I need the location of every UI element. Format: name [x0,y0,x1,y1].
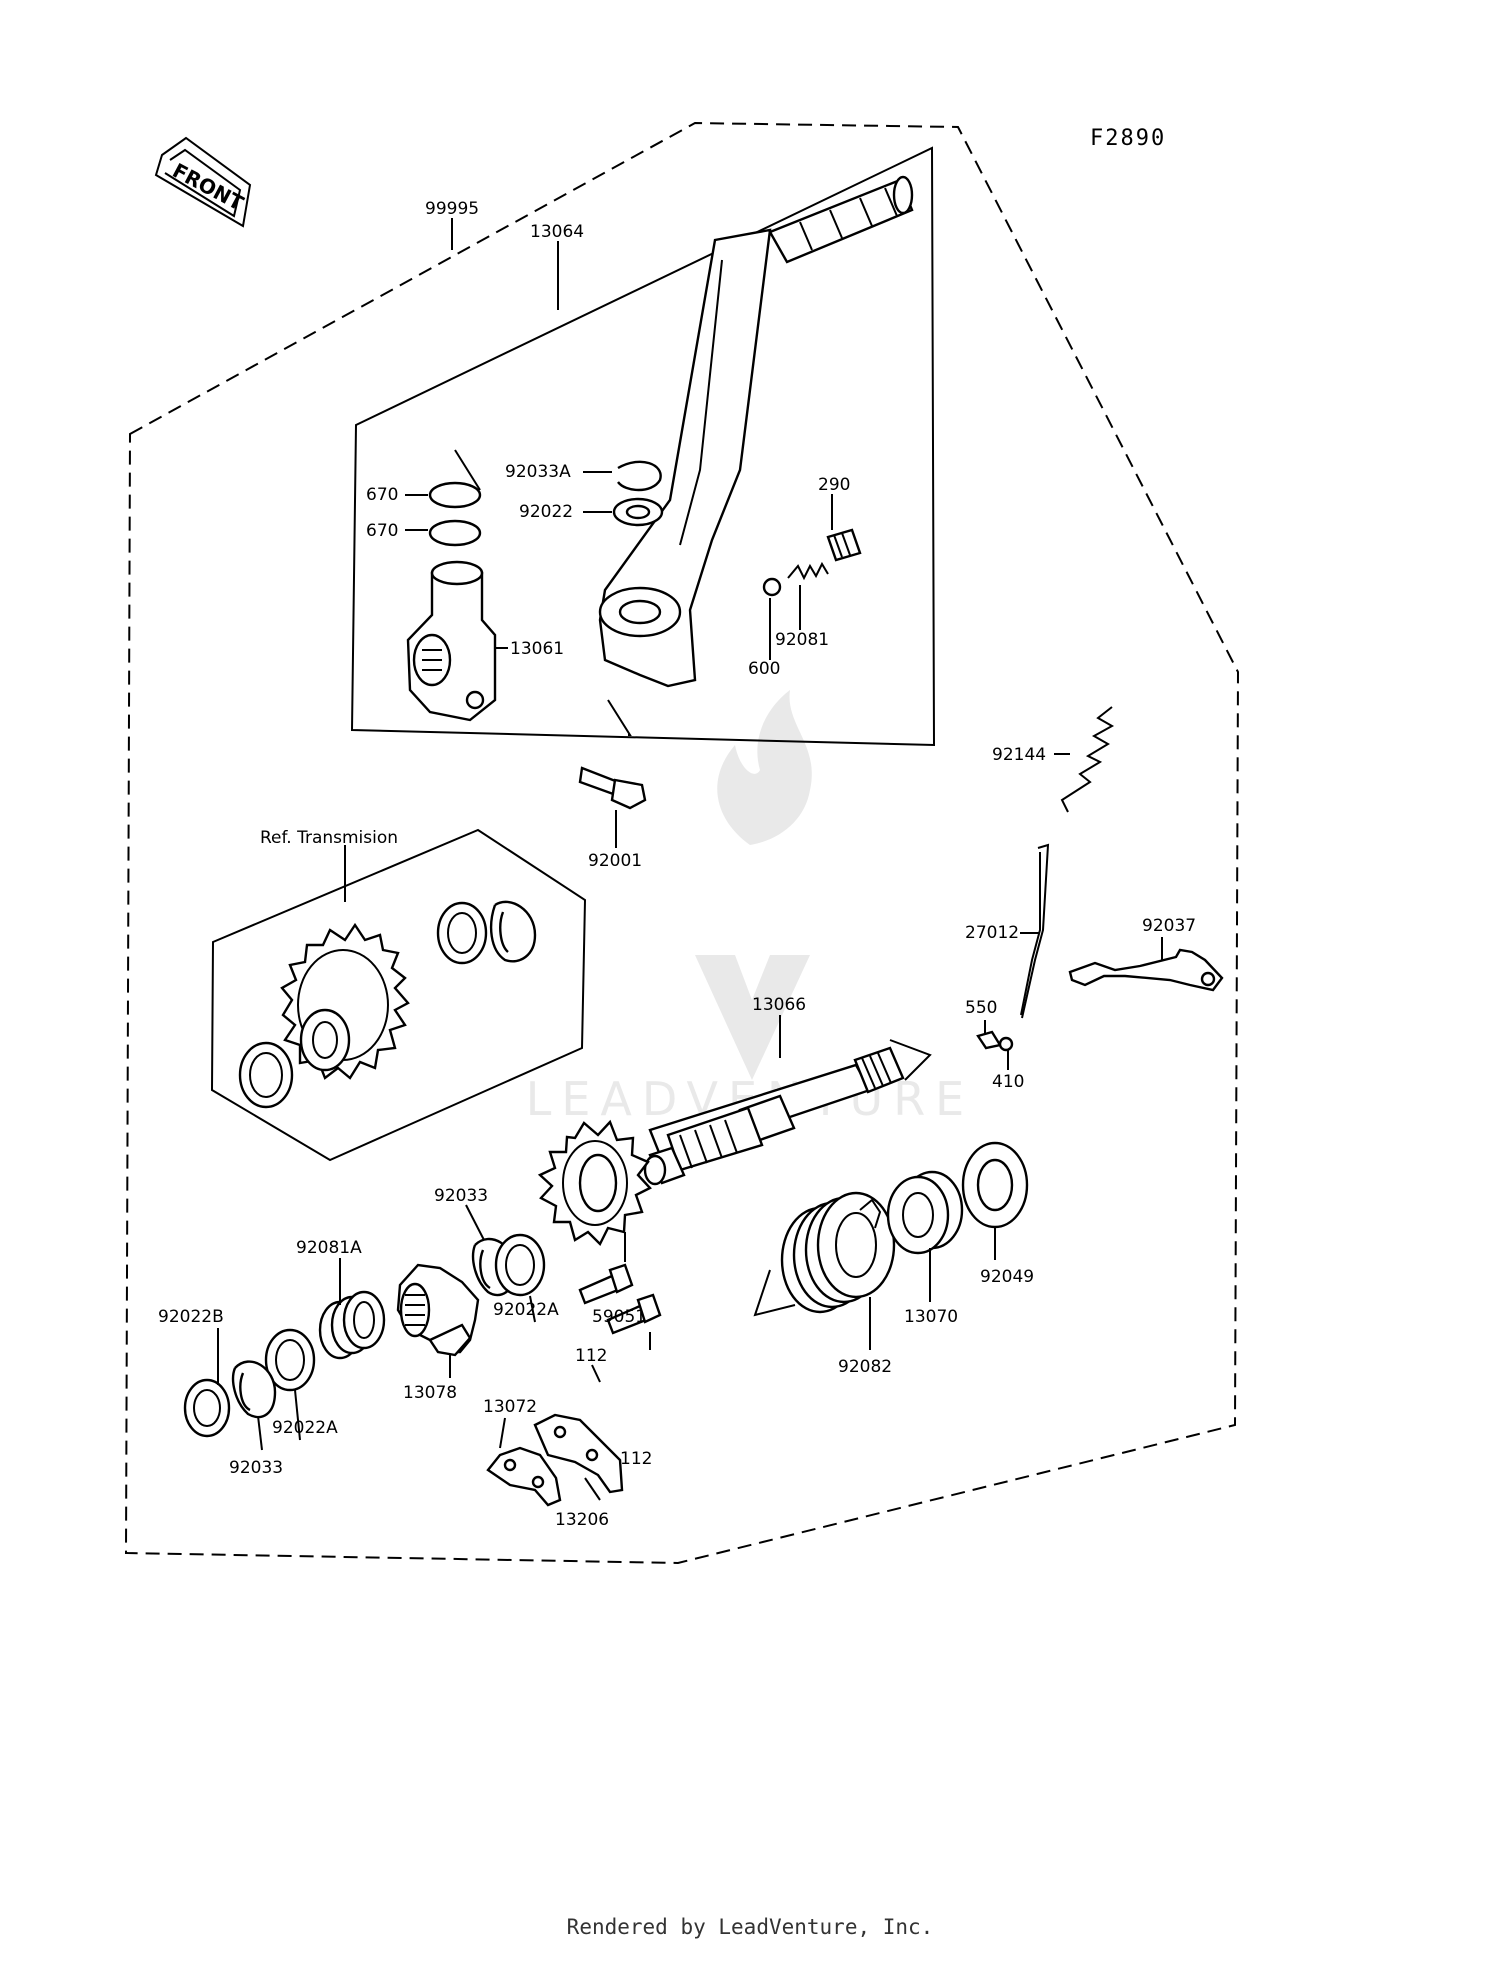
figure-code: F2890 [1090,126,1166,151]
part-number-labels: 99995 13064 92033A 92022 290 670 670 130… [158,199,1196,1530]
ball-600 [762,577,782,597]
label-92081a: 92081A [296,1238,362,1258]
shaft-arrow-icon [889,1039,932,1081]
label-92033-lower: 92033 [229,1458,283,1478]
label-550: 550 [965,998,997,1018]
pin-550 [976,1030,1002,1050]
label-92081: 92081 [775,630,829,650]
washer-92022a-upper [494,1233,546,1297]
label-670-upper: 670 [366,485,398,505]
spring-92081 [787,561,829,581]
label-92022a-upper: 92022A [493,1300,559,1320]
label-ref-transmission: Ref. Transmision [260,828,398,848]
washer-92022a-upper-hole [505,1244,535,1286]
leader-lines [217,218,1163,1501]
spring-92144 [1060,706,1115,813]
washer-92022-hole [625,504,651,520]
stopper-92037 [1068,948,1224,992]
collar-92049 [961,1141,1029,1229]
label-99995: 99995 [425,199,479,219]
label-13070: 13070 [904,1307,958,1327]
kick-shaft-13066 [643,1046,905,1186]
watermark-flame-icon [717,690,812,845]
circlip-670-lower [428,519,482,547]
washer-410 [998,1036,1014,1052]
ratchet-13078 [396,1263,480,1357]
label-92033a: 92033A [505,462,571,482]
center-line-92082 [753,1269,796,1317]
label-670-lower: 670 [366,521,398,541]
label-92037: 92037 [1142,916,1196,936]
rod-27012 [1021,843,1050,1019]
label-92082: 92082 [838,1357,892,1377]
washer-92022b-hole [193,1389,221,1427]
washer-92022a-lower [264,1328,316,1392]
bolt-112-lower [606,1293,662,1335]
ref-washer-right [436,901,488,965]
label-92022b: 92022B [158,1307,224,1327]
label-13072: 13072 [483,1397,537,1417]
guide-13070 [886,1170,964,1255]
label-13064: 13064 [530,222,584,242]
ref-washer-left-hole [249,1052,283,1098]
label-13061: 13061 [510,639,564,659]
transmission-reference-box [210,828,587,1162]
ring-92033a [617,460,662,492]
label-92001: 92001 [588,851,642,871]
spring-92082 [780,1191,896,1314]
label-92033-upper: 92033 [434,1186,488,1206]
gear-59051 [537,1119,652,1247]
center-line-lower [607,699,632,736]
rod-27012-inner [1020,852,1041,1016]
label-112-lower: 112 [620,1449,652,1469]
label-13206: 13206 [555,1510,609,1530]
label-13078: 13078 [403,1383,457,1403]
watermark-v-icon [695,955,810,1080]
ref-transmission-gear [280,922,410,1080]
plate-13206 [533,1413,624,1494]
footer-credit: Rendered by LeadVenture, Inc. [566,1915,934,1939]
ref-washer-right-hole [447,912,477,954]
circlip-92033-lower [231,1360,277,1419]
label-59051: 59051 [592,1307,646,1327]
label-92144: 92144 [992,745,1046,765]
washer-92022a-lower-hole [275,1339,305,1381]
bolt-92001 [578,766,647,810]
ref-circlip [489,900,537,963]
label-600: 600 [748,659,780,679]
plug-290 [826,528,862,562]
circlip-670-upper [428,481,482,509]
bolt-112-upper [578,1263,634,1305]
kick-boss-13061 [406,560,497,722]
label-27012: 27012 [965,923,1019,943]
label-92022a-lower: 92022A [272,1418,338,1438]
center-line-upper [454,449,481,491]
label-290: 290 [818,475,850,495]
label-112-upper: 112 [575,1346,607,1366]
label-410: 410 [992,1072,1024,1092]
label-92049: 92049 [980,1267,1034,1287]
spring-92081a [318,1290,386,1360]
kick-pedal-grip [768,175,914,264]
kick-pedal-arm [598,228,772,688]
front-arrow-icon: FRONT [154,136,252,228]
ref-washer-left [238,1041,294,1109]
label-13066: 13066 [752,995,806,1015]
assembly-outline-99995 [124,121,1240,1565]
washer-92022b [183,1378,231,1438]
plate-13072 [486,1446,562,1507]
leadventure-watermark: LEADVENTURE [526,690,964,1126]
label-92022: 92022 [519,502,573,522]
